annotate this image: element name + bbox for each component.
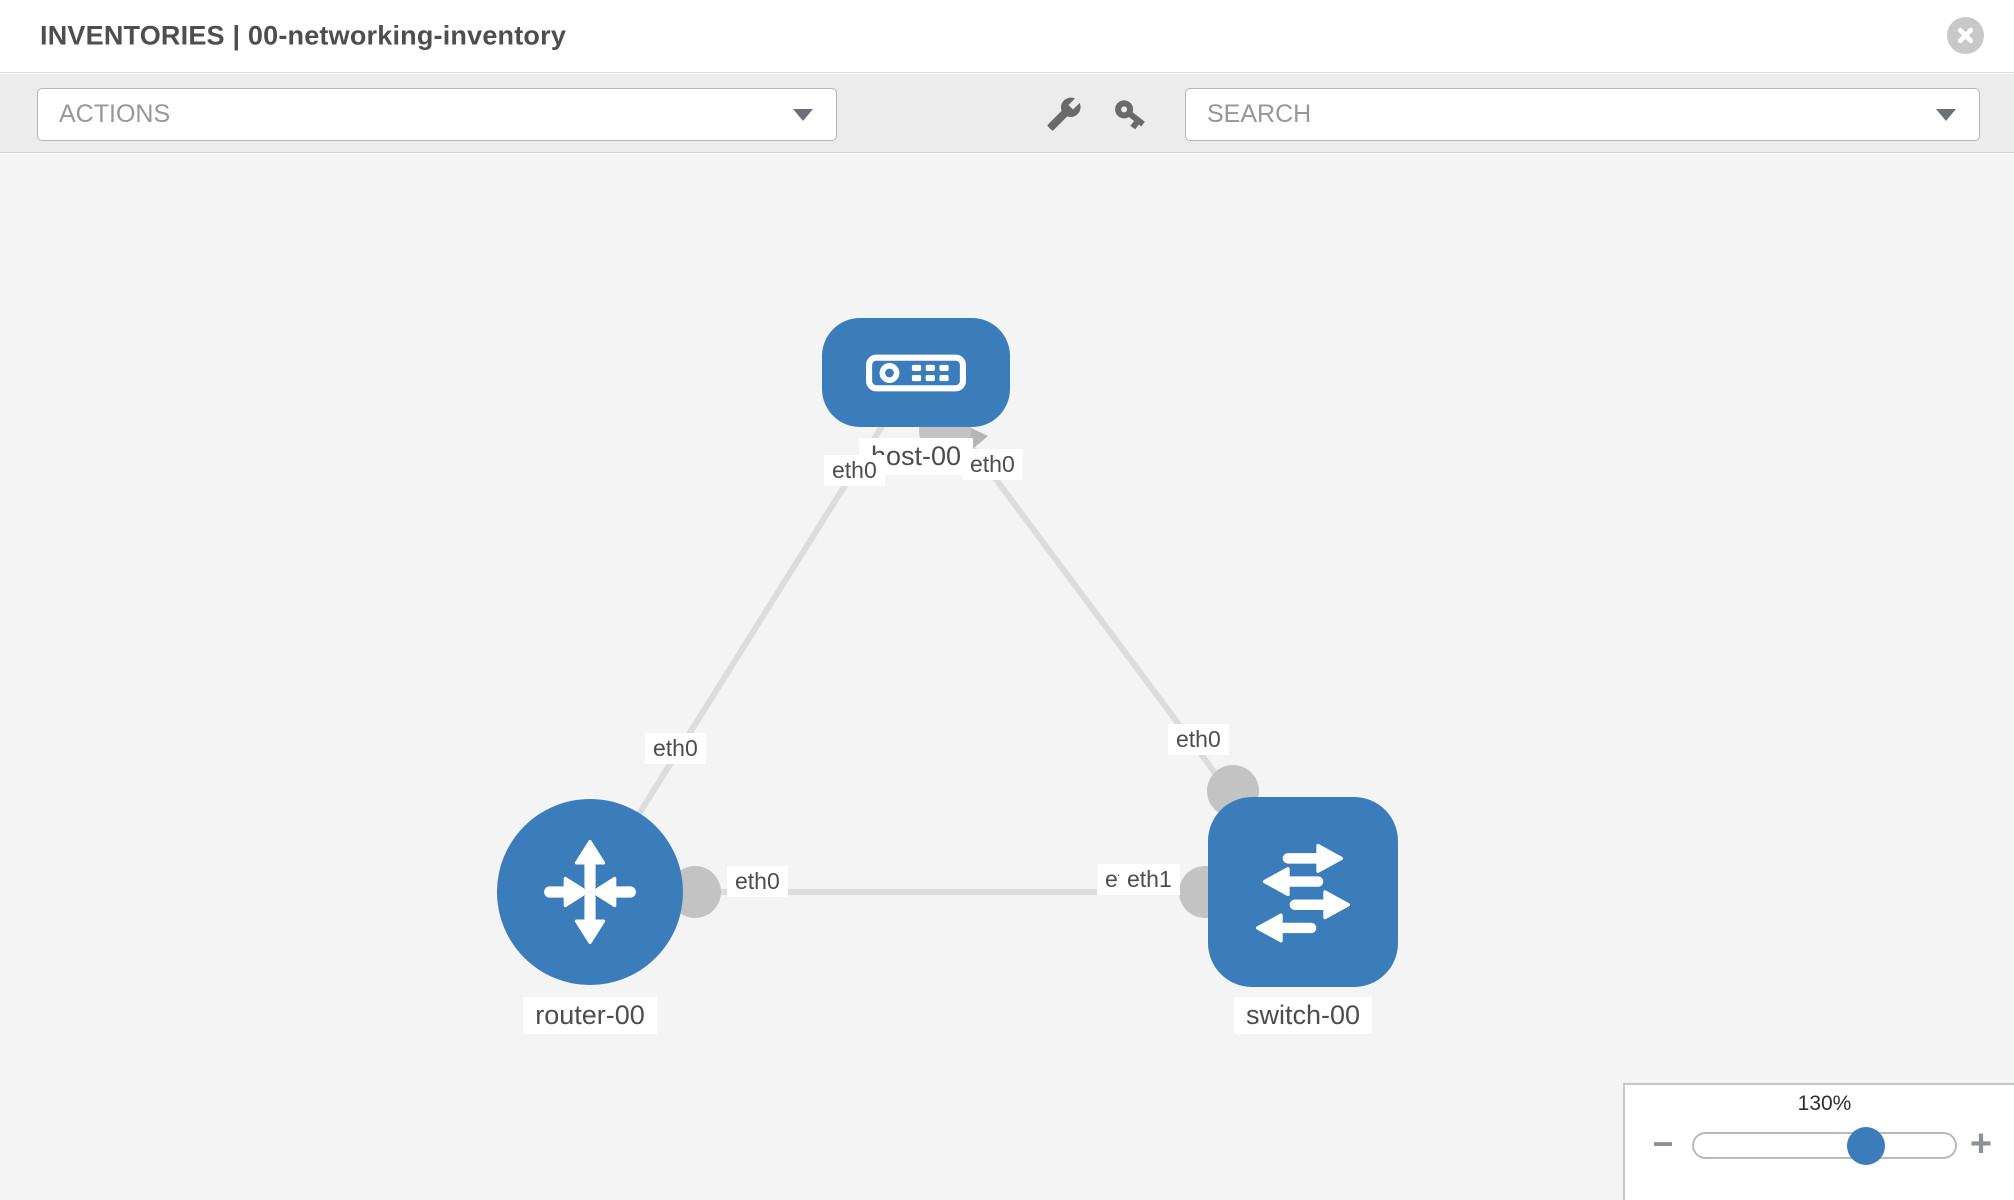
search-dropdown-label: SEARCH (1207, 100, 1312, 128)
zoom-slider-handle[interactable] (1847, 1127, 1885, 1165)
router-icon (544, 839, 636, 945)
header: INVENTORIES | 00-networking-inventory (0, 0, 2014, 73)
zoom-out-button[interactable]: − (1652, 1123, 1674, 1164)
zoom-slider-track[interactable] (1692, 1132, 1957, 1159)
key-button[interactable] (1110, 94, 1150, 134)
topology-canvas[interactable] (0, 154, 2014, 1200)
actions-dropdown[interactable]: ACTIONS (37, 88, 837, 141)
chevron-down-icon (793, 108, 813, 121)
close-icon (1957, 27, 1974, 44)
wrench-icon (1047, 97, 1081, 131)
chevron-down-icon (1936, 108, 1956, 121)
key-icon (1115, 100, 1145, 130)
switch-icon (1256, 843, 1350, 943)
wrench-button[interactable] (1044, 94, 1084, 134)
node-switch[interactable] (1208, 797, 1398, 987)
interface-label-router-top: eth0 (645, 733, 706, 764)
interface-label-host-right: eth0 (962, 449, 1023, 480)
node-router[interactable] (497, 799, 683, 985)
toolbar: ACTIONS SEARCH (0, 74, 2014, 153)
interface-label-router-right: eth0 (727, 866, 788, 897)
host-icon (866, 354, 966, 391)
page-title: INVENTORIES | 00-networking-inventory (40, 20, 567, 51)
node-host[interactable] (822, 318, 1010, 427)
actions-dropdown-label: ACTIONS (59, 100, 171, 128)
zoom-level: 130% (1797, 1092, 1852, 1115)
search-dropdown[interactable]: SEARCH (1185, 88, 1980, 141)
interface-label-switch-left: eth1 (1119, 864, 1180, 895)
zoom-in-button[interactable]: + (1969, 1123, 1993, 1165)
interface-label-host-left: eth0 (824, 455, 885, 486)
node-label-switch: switch-00 (1233, 997, 1373, 1034)
node-label-router: router-00 (523, 997, 657, 1034)
zoom-panel: 130% − + (1623, 1083, 2014, 1200)
close-button[interactable] (1947, 17, 1984, 54)
interface-label-switch-top: eth0 (1168, 724, 1229, 755)
